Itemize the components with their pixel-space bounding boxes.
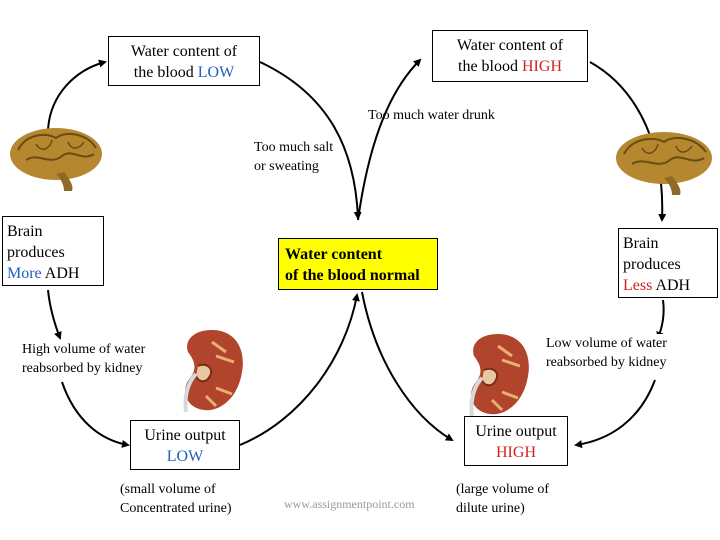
brain-icon [616,132,712,195]
arrow-less-adh-to-kidney [656,299,665,340]
urine-high-box: Urine output HIGH [464,416,568,466]
high-reabsorption-line1: High volume of water [22,342,146,357]
small-volume-line1: (small volume of [120,482,216,497]
high-reabsorption-label: High volume of water reabsorbed by kidne… [22,340,146,378]
brain-more-adh-box: Brain produces More ADH [2,216,104,286]
low-reabsorption-label: Low volume of water reabsorbed by kidney [546,334,667,372]
brain-more-line1: Brain [7,223,43,240]
low-reabsorption-line2: reabsorbed by kidney [546,355,667,370]
arrow-high-to-right-brain [589,61,667,222]
arrow-kidney-to-urine-high [574,379,656,449]
large-volume-label: (large volume of dilute urine) [456,480,549,518]
large-volume-line1: (large volume of [456,482,550,497]
brain-less-adh-box: Brain produces Less ADH [618,228,718,298]
too-much-salt-label: Too much salt or sweating [254,138,334,176]
water-high-line2: the blood [458,58,522,75]
arrow-more-adh-to-kidney [47,289,62,340]
arrow-normal-to-high [357,58,422,221]
water-low-line2: the blood [133,64,198,81]
arrow-left-brain-to-low [47,59,107,131]
kidney-icon [469,334,529,417]
low-reabsorption-line1: Low volume of water [546,336,667,351]
water-high-box: Water content of the blood HIGH [432,30,588,82]
more-adh-suffix: ADH [41,265,80,282]
brain-more-line2: produces [7,244,65,261]
high-reabsorption-line2: reabsorbed by kidney [22,361,143,376]
urine-low-value: LOW [166,448,204,465]
too-much-salt-line2: or sweating [254,159,319,174]
more-highlight: More [7,265,42,282]
water-high-line1: Water content of [456,37,564,54]
less-highlight: Less [623,277,653,294]
brain-less-line2: produces [623,256,681,273]
arrow-normal-to-urine-high [361,291,454,442]
water-low-line1: Water content of [130,43,238,60]
urine-high-value: HIGH [496,444,536,461]
arrow-urine-low-to-normal [239,293,360,446]
brain-icon [10,128,102,191]
low-highlight: LOW [197,64,235,81]
arrow-low-to-normal [259,61,362,220]
urine-low-line1: Urine output [144,427,226,444]
small-volume-line2: Concentrated urine) [120,501,232,516]
brain-less-line1: Brain [623,235,659,252]
water-low-box: Water content of the blood LOW [108,36,260,86]
urine-high-line1: Urine output [475,423,557,440]
water-normal-box: Water content of the blood normal [278,238,438,290]
arrow-kidney-to-urine-low [61,381,130,448]
high-highlight: HIGH [522,58,562,75]
watermark: www.assignmentpoint.com [284,497,415,511]
too-much-salt-line1: Too much salt [254,140,334,155]
less-adh-suffix: ADH [652,277,691,294]
kidney-icon [183,330,243,413]
small-volume-label: (small volume of Concentrated urine) [120,480,232,518]
urine-low-box: Urine output LOW [130,420,240,470]
water-normal-line1: Water content [285,246,383,263]
too-much-water-label: Too much water drunk [368,108,495,123]
large-volume-line2: dilute urine) [456,501,525,516]
water-normal-line2: of the blood normal [285,267,420,284]
